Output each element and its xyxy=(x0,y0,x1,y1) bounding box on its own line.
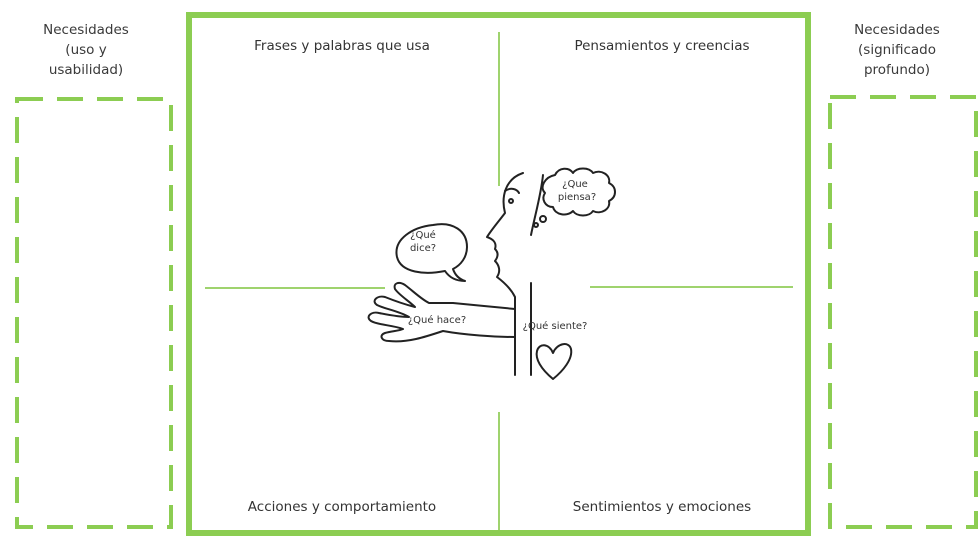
says-label-line1: ¿Qué xyxy=(410,229,436,241)
right-needs-box xyxy=(828,95,978,529)
heart-icon xyxy=(535,343,573,380)
thought-bubble-icon xyxy=(541,167,616,217)
thinks-label-line2: piensa? xyxy=(558,192,596,203)
feels-label: ¿Qué siente? xyxy=(523,320,588,332)
horizontal-divider-right xyxy=(590,286,793,288)
right-column-title: Necesidades (significado profundo) xyxy=(854,22,940,78)
vertical-divider-bottom xyxy=(498,412,500,530)
says-label-line2: dice? xyxy=(410,243,436,254)
hand-icon xyxy=(367,281,516,343)
vertical-divider-top xyxy=(498,32,500,186)
does-label: ¿Qué hace? xyxy=(408,314,466,326)
empathy-map-frame xyxy=(186,12,811,536)
thinks-label-line1: ¿Que xyxy=(562,179,588,190)
quadrant-label-does: Acciones y comportamiento xyxy=(247,499,437,515)
quadrant-label-thinks: Pensamientos y creencias xyxy=(574,38,750,54)
quadrant-label-says: Frases y palabras que usa xyxy=(254,38,430,54)
horizontal-divider-left xyxy=(205,287,385,289)
left-needs-box xyxy=(15,97,173,529)
left-column-title: Necesidades (uso y usabilidad) xyxy=(43,22,129,78)
face-profile-icon xyxy=(486,172,524,376)
person-illustration: ¿Que piensa? ¿Qué dice? ¿Qué hace? ¿Qué … xyxy=(367,167,616,380)
quadrant-label-feels: Sentimientos y emociones xyxy=(572,499,752,515)
speech-bubble-icon xyxy=(395,223,468,282)
